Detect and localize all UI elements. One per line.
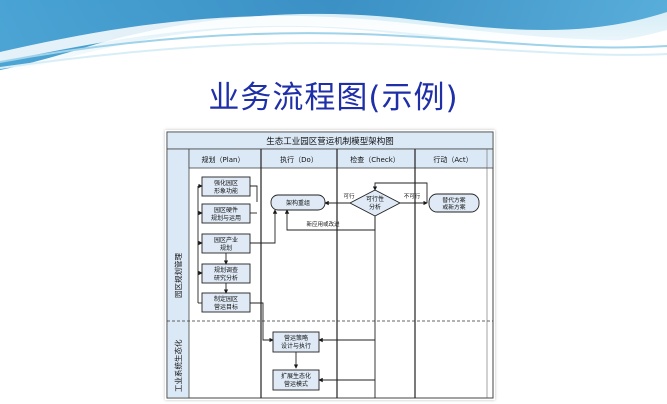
column-header-check: 检查（Check） xyxy=(350,155,400,164)
plan-box-1-line-2: 形象功能 xyxy=(214,187,238,195)
do-box-strategy-line-1: 营运策略 xyxy=(284,334,308,342)
plan-box-5: 制定园区营运目标 xyxy=(201,292,251,313)
slide-title: 业务流程图(示例) xyxy=(208,80,459,116)
plan-box-3-line-2: 规划 xyxy=(220,244,232,252)
do-box-strategy: 营运策略设计与执行 xyxy=(272,331,320,353)
do-box-eco-line-1: 扩展生态化 xyxy=(281,372,311,380)
act-box-alternative: 替代方案或新方案 xyxy=(428,193,480,213)
plan-box-5-line-2: 营运目标 xyxy=(214,303,238,311)
feedback-label: 新应用或改进 xyxy=(306,220,340,228)
do-box-restructure-label: 架构重组 xyxy=(286,199,310,207)
feasible-label: 可行 xyxy=(343,192,355,200)
plan-box-5-line-1: 制定园区 xyxy=(214,295,238,303)
loop-connector xyxy=(372,182,428,203)
flowchart-figure: 生态工业园区营运机制模型架构图 规划（Plan） 执行（Do） 检查（Check… xyxy=(165,130,495,400)
act-box-line-2: 或新方案 xyxy=(442,203,465,211)
column-header-act: 行动（Act） xyxy=(433,155,472,164)
do-box-strategy-line-2: 设计与执行 xyxy=(281,342,311,350)
plan-box-3-line-1: 园区产业 xyxy=(214,236,238,244)
plan-box-4-line-1: 规划调查 xyxy=(214,266,238,274)
svg-text:规划调查研究分析: 规划调查研究分析 xyxy=(214,266,238,282)
act-box-line-1: 替代方案 xyxy=(442,196,465,204)
lane-label-column xyxy=(166,148,190,399)
plan-do-connector xyxy=(250,185,258,202)
plan-do-connector xyxy=(250,209,278,244)
plan-do-connector xyxy=(250,302,274,343)
infeasible-label: 不可行 xyxy=(404,192,421,200)
svg-text:替代方案或新方案: 替代方案或新方案 xyxy=(442,196,465,211)
plan-box-2-line-2: 规划与运用 xyxy=(211,214,241,222)
svg-text:营运策略设计与执行: 营运策略设计与执行 xyxy=(281,334,311,350)
svg-text:园区硬件规划与运用: 园区硬件规划与运用 xyxy=(211,206,241,222)
plan-box-3: 园区产业规划 xyxy=(201,233,251,254)
do-box-eco-mode: 扩展生态化营运模式 xyxy=(272,369,320,391)
plan-box-2: 园区硬件规划与运用 xyxy=(201,203,251,224)
column-header-plan: 规划（Plan） xyxy=(202,155,245,164)
svg-text:扩展生态化营运模式: 扩展生态化营运模式 xyxy=(281,372,311,388)
svg-text:制定园区营运目标: 制定园区营运目标 xyxy=(214,295,238,311)
plan-box-1: 强化园区形象功能 xyxy=(201,176,251,197)
lane-label-park-planning: 园区规划管理 xyxy=(173,253,183,298)
plan-box-1-line-1: 强化园区 xyxy=(214,179,238,187)
check-diamond-line-1: 可行性 xyxy=(366,195,384,203)
svg-text:园区产业规划: 园区产业规划 xyxy=(214,236,238,252)
plan-box-4: 规划调查研究分析 xyxy=(201,263,251,284)
diagram-title: 生态工业园区营运机制模型架构图 xyxy=(266,136,394,147)
lane-label-industrial-ecology: 工业系统生态化 xyxy=(173,339,183,392)
do-box-eco-line-2: 营运模式 xyxy=(284,380,308,388)
column-header-do: 执行（Do） xyxy=(280,155,318,164)
column-header-row xyxy=(188,148,494,169)
plan-box-2-line-1: 园区硬件 xyxy=(214,206,238,214)
svg-text:强化园区形象功能: 强化园区形象功能 xyxy=(214,179,238,195)
svg-text:可行性分析: 可行性分析 xyxy=(366,195,384,211)
plan-box-4-line-2: 研究分析 xyxy=(214,274,238,282)
check-diamond-line-2: 分析 xyxy=(369,203,381,211)
do-box-restructure: 架构重组 xyxy=(270,194,326,211)
flowchart-canvas: 生态工业园区营运机制模型架构图 规划（Plan） 执行（Do） 检查（Check… xyxy=(166,131,494,399)
